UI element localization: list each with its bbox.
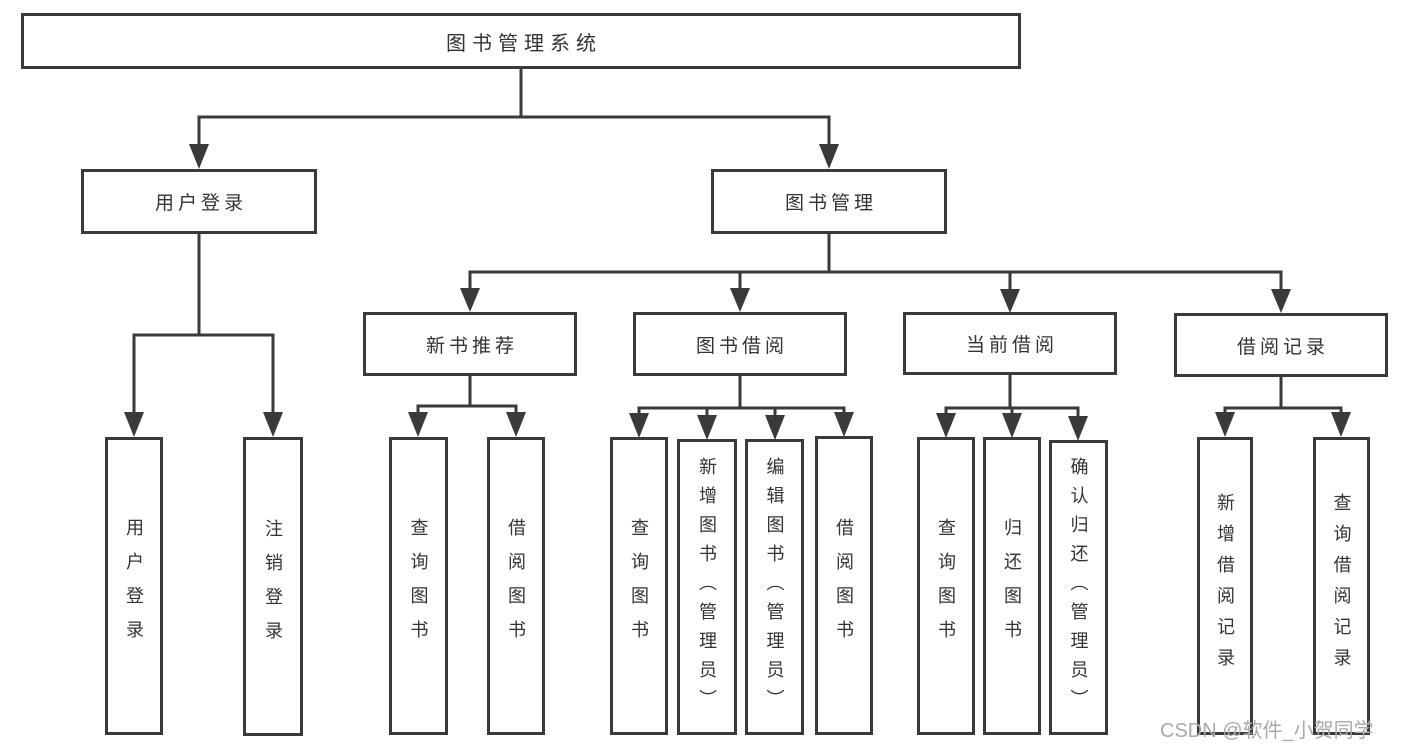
node-label: 查询图书 [629,518,649,654]
node-query-borrow-record: 查询借阅记录 [1313,437,1370,735]
node-edit-books-admin: 编辑图书（管理员） [745,439,804,735]
node-confirm-return-admin: 确认归还（管理员） [1049,440,1108,735]
node-label: 图书管理系统 [446,32,602,55]
node-label: 编辑图书（管理员） [764,456,785,718]
node-borrow-books-2: 借阅图书 [815,436,873,735]
node-label: 新增图书（管理员） [697,456,717,718]
connector-book-borrow-to-children [629,376,854,440]
node-return-books: 归还图书 [983,437,1041,735]
node-label: 借阅图书 [506,518,526,654]
node-label: 确认归还（管理员） [1068,457,1089,718]
node-label: 图书借阅 [695,335,788,357]
connector-root-to-level2 [189,66,839,169]
node-label: 查询图书 [936,518,956,654]
connector-user-login-to-children [124,233,283,437]
node-label: 新增借阅记录 [1215,493,1235,679]
node-label: 注销登录 [263,518,283,655]
node-label: 图书管理 [784,193,877,214]
connector-borrow-records-to-children [1215,377,1351,437]
connector-current-borrow-to-children [936,375,1088,441]
node-query-books-2: 查询图书 [610,437,668,735]
node-book-management: 图书管理 [711,169,947,234]
connector-new-book-rec-to-children [408,376,526,437]
node-label: 用户登录 [124,518,144,654]
node-label: 当前借阅 [965,335,1058,356]
node-label: 借阅图书 [834,517,854,654]
node-label: 借阅记录 [1236,336,1329,358]
node-library-management-system: 图书管理系统 [21,13,1021,69]
node-borrowing-records: 借阅记录 [1174,313,1388,377]
node-label: 新书推荐 [425,335,518,357]
node-add-books-admin: 新增图书（管理员） [677,439,737,735]
node-label: 归还图书 [1002,518,1022,654]
node-query-books-1: 查询图书 [389,437,448,735]
node-label: 用户登录 [154,193,247,214]
node-label: 查询图书 [408,518,429,654]
node-borrow-books-1: 借阅图书 [487,437,545,735]
node-new-book-recommendation: 新书推荐 [363,312,577,376]
node-book-borrowing: 图书借阅 [633,312,847,376]
node-logout: 注销登录 [243,437,303,736]
node-query-books-3: 查询图书 [917,437,975,735]
node-user-login-leaf: 用户登录 [105,437,163,735]
connector-book-management-to-level3 [460,233,1291,313]
node-label: 查询借阅记录 [1331,493,1352,679]
node-current-borrowing: 当前借阅 [903,312,1117,375]
node-user-login-module: 用户登录 [81,169,317,234]
node-add-borrow-record: 新增借阅记录 [1197,437,1253,735]
